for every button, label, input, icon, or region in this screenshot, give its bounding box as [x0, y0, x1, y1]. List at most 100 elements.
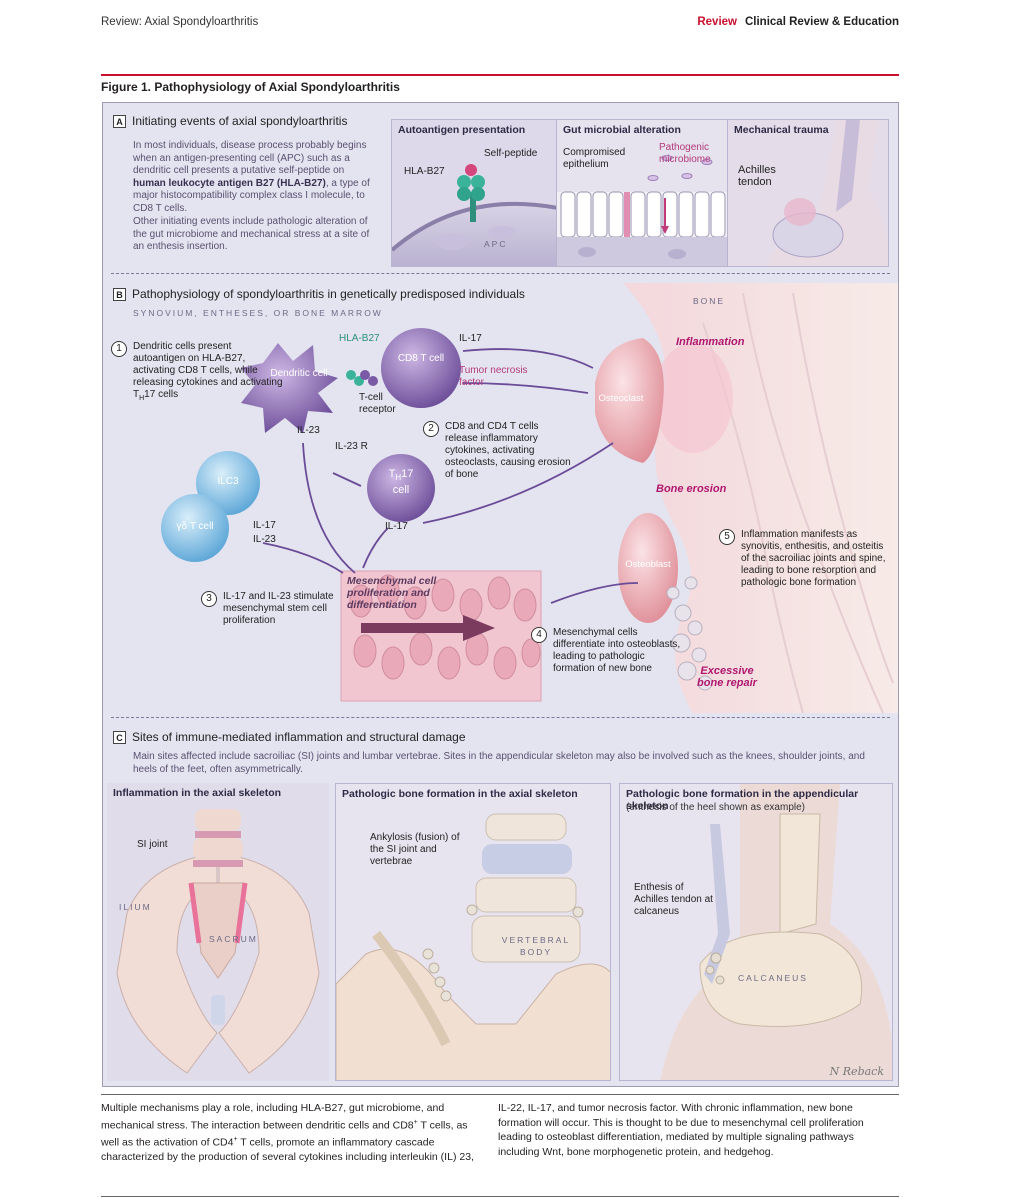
panel-a-paragraph-1: In most individuals, disease process pro…	[133, 140, 373, 215]
gut-microbial-title: Gut microbial alteration	[563, 124, 681, 136]
excessive-bone-repair-label: Excessive bone repair	[697, 665, 757, 689]
illustrator-signature: N Reback	[829, 1065, 884, 1078]
figure-box: A Initiating events of axial spondyloart…	[102, 102, 899, 1087]
th17-cell-word: cell	[392, 484, 410, 497]
panel-a-title: Initiating events of axial spondyloarthr…	[132, 114, 348, 128]
si-joint-label: SI joint	[137, 839, 168, 850]
section-name: Clinical Review & Education	[744, 16, 899, 28]
panel-separator-bc	[111, 717, 890, 718]
compromised-epithelium-label: Compromised epithelium	[563, 147, 626, 170]
th17-cell-label: TH17 cell	[371, 468, 431, 496]
achilles-tendon-label: Achilles tendon	[738, 164, 776, 188]
axial-bone-formation-title: Pathologic bone formation in the axial s…	[342, 788, 578, 800]
running-head-section: Review Clinical Review & Education	[697, 16, 899, 28]
bone-label: BONE	[693, 296, 726, 306]
pathogenic-microbiome-label: Pathogenic microbiome	[659, 142, 711, 165]
step-2-text: CD8 and CD4 T cells release inflammatory…	[445, 421, 571, 480]
gut-microbial-panel: Gut microbial alteration Compromised epi…	[556, 119, 728, 267]
figure-title: Figure 1. Pathophysiology of Axial Spond…	[101, 80, 400, 94]
caption-col1-c: T cells, promote an inflammatory cascade…	[101, 1136, 474, 1163]
panel-a-label: A Initiating events of axial spondyloart…	[113, 114, 347, 128]
il23-label: IL-23	[297, 425, 320, 436]
step-1: 1 Dendritic cells present autoantigen on …	[111, 341, 286, 405]
self-peptide-label: Self-peptide	[484, 148, 538, 159]
il23-gd-label: IL-23	[253, 534, 276, 545]
step-1-text: Dendritic cells present autoantigen on H…	[133, 341, 283, 400]
step-1-text-end: 17 cells	[144, 389, 179, 400]
il17-th17-label: IL-17	[385, 521, 408, 532]
enthesis-label: Enthesis of Achilles tendon at calcaneus	[634, 882, 713, 917]
il17-cd8-label: IL-17	[459, 333, 482, 344]
th17-h: H	[395, 473, 402, 483]
osteoblast-label: Osteoblast	[625, 559, 671, 570]
tnf-label: Tumor necrosis factor	[459, 365, 528, 388]
hla-b27-cell-label: HLA-B27	[339, 333, 380, 344]
axial-bone-formation-panel: Pathologic bone formation in the axial s…	[335, 783, 611, 1081]
th17-t: T	[388, 468, 396, 480]
osteoclast-label: Osteoclast	[598, 393, 644, 404]
running-head-title: Review: Axial Spondyloarthritis	[101, 16, 259, 28]
pathophysiology-illustration	[161, 283, 898, 713]
spine-illustration	[336, 813, 610, 1080]
tissue-location-label: SYNOVIUM, ENTHESES, OR BONE MARROW	[133, 308, 383, 318]
caption-column-1: Multiple mechanisms play a role, includi…	[101, 1101, 486, 1164]
step-4-number: 4	[531, 627, 547, 643]
heel-illustration	[660, 784, 892, 1080]
bone-erosion-label: Bone erosion	[656, 483, 727, 495]
caption-bottom-rule	[101, 1196, 899, 1197]
panel-c-label: C Sites of immune-mediated inflammation …	[113, 730, 466, 744]
panel-separator-ab	[111, 273, 890, 274]
figure-rule	[101, 74, 899, 76]
th17-num: 17	[401, 468, 414, 480]
caption-top-rule	[101, 1094, 899, 1095]
achilles-illustration	[768, 120, 888, 266]
panel-c-paragraph: Main sites affected include sacroiliac (…	[133, 751, 865, 775]
sacrum-label: SACRUM	[209, 934, 258, 944]
mechanical-trauma-panel: Mechanical trauma Achilles tendon	[727, 119, 889, 267]
step-5-text: Inflammation manifests as synovitis, ent…	[741, 529, 886, 588]
step-3-text: IL-17 and IL-23 stimulate mesenchymal st…	[223, 591, 334, 626]
step-4: 4 Mesenchymal cells differentiate into os…	[531, 627, 681, 675]
gut-epithelium-illustration	[557, 155, 727, 266]
hla-b27-label: HLA-B27	[404, 166, 445, 177]
cd8-cell-label: CD8 T cell	[397, 353, 445, 364]
ilc3-label: ILC3	[217, 476, 239, 487]
il17-gd-label: IL-17	[253, 520, 276, 531]
autoantigen-panel: Autoantigen presentation Self-peptide HL…	[391, 119, 557, 267]
inflammation-label: Inflammation	[676, 336, 745, 348]
appendicular-subtitle: (enthesis of the heel shown as example)	[626, 802, 805, 813]
panel-b-title: Pathophysiology of spondyloarthritis in …	[132, 287, 525, 301]
panel-a-letter: A	[113, 114, 126, 128]
gamma-delta-t-cell-label: γδ T cell	[176, 521, 214, 532]
pelvis-illustration	[116, 809, 320, 1074]
caption-col1-sup2: +	[233, 1135, 238, 1143]
ilium-label: ILIUM	[119, 902, 152, 912]
step-5-number: 5	[719, 529, 735, 545]
panel-a-paragraph-2: Other initiating events include patholog…	[133, 216, 370, 252]
apc-illustration	[392, 164, 556, 266]
step-4-text: Mesenchymal cells differentiate into ost…	[553, 627, 681, 674]
caption-column-2: IL-22, IL-17, and tumor necrosis factor.…	[498, 1102, 864, 1158]
mesenchymal-title: Mesenchymal cell proliferation and diffe…	[347, 575, 437, 611]
caption-col1-sup1: +	[413, 1118, 418, 1126]
step-1-sub: H	[139, 395, 145, 402]
appendicular-bone-formation-panel: Pathologic bone formation in the appendi…	[619, 783, 893, 1081]
tcr-label: T-cell receptor	[359, 392, 396, 415]
panel-a-para1-pre: In most individuals, disease process pro…	[133, 140, 367, 176]
caption-col1-b: T cells, as well as the activation of CD…	[101, 1119, 468, 1148]
ankylosis-label: Ankylosis (fusion) of the SI joint and v…	[370, 832, 460, 867]
vertebral-body-label: VERTEBRAL BODY	[501, 935, 571, 957]
mechanical-trauma-title: Mechanical trauma	[734, 124, 829, 136]
panel-b-letter: B	[113, 287, 126, 301]
panel-c-title: Sites of immune-mediated inflammation an…	[132, 730, 466, 744]
autoantigen-title: Autoantigen presentation	[398, 124, 526, 136]
panel-a-para1-bold: human leukocyte antigen B27 (HLA-B27)	[133, 177, 326, 189]
step-1-number: 1	[111, 341, 127, 357]
calcaneus-label: CALCANEUS	[738, 973, 808, 983]
review-tag: Review	[697, 16, 737, 28]
running-head: Review: Axial Spondyloarthritis Review Cl…	[101, 16, 899, 34]
axial-inflammation-title: Inflammation in the axial skeleton	[113, 787, 282, 799]
axial-inflammation-panel: Inflammation in the axial skeleton SI jo…	[107, 783, 329, 1081]
